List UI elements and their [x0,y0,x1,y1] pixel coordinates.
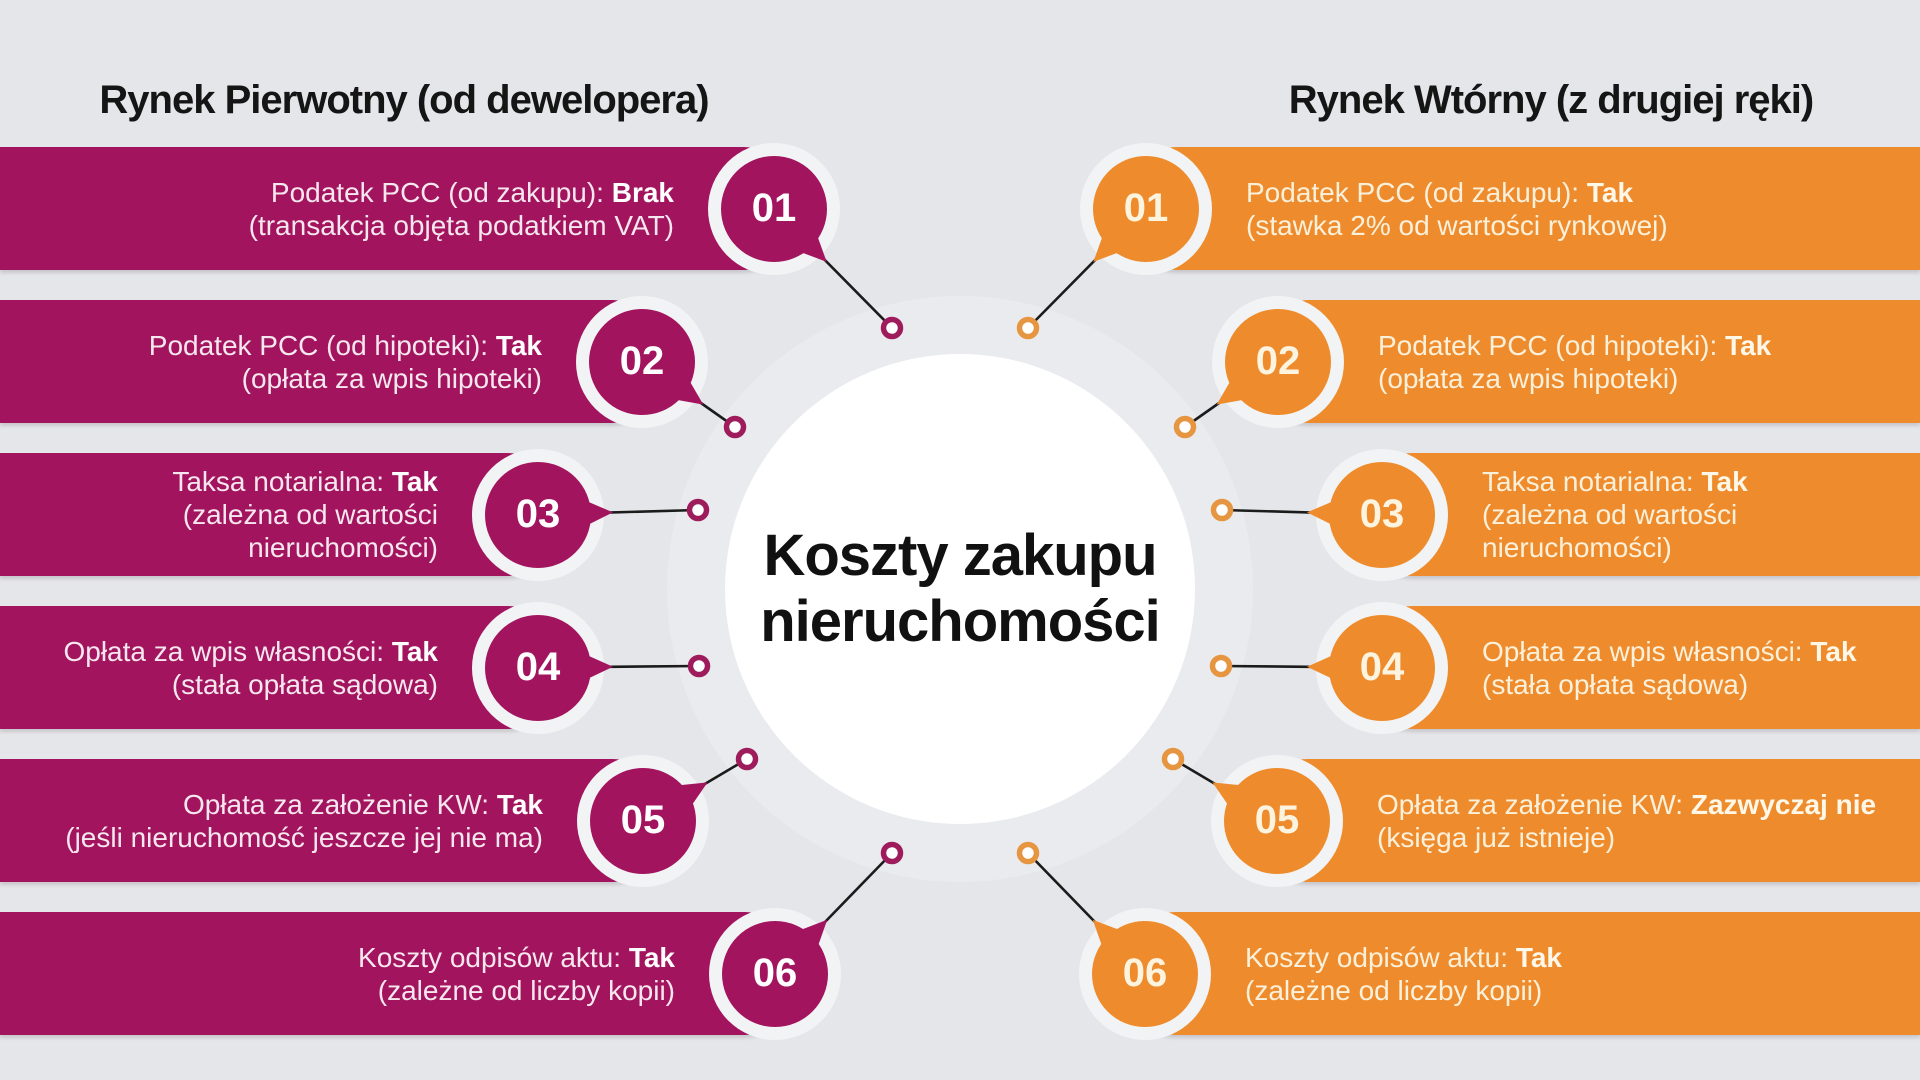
step-number-badge-left-01: 01 [721,155,827,262]
cost-bar-right-03: Taksa notarialna: Tak(zależna od wartośc… [1368,453,1920,576]
cost-bar-left-01: Podatek PCC (od zakupu): Brak(transakcja… [0,147,788,270]
step-number-badge-right-06: 06 [1092,920,1198,1027]
cost-bar-text: Podatek PCC (od zakupu): Brak(transakcja… [249,147,674,270]
cost-answer: Tak [495,329,542,361]
cost-line-detail: nieruchomości) [248,532,438,563]
cost-answer: Tak [1725,329,1772,361]
step-number-badge-right-01: 01 [1093,155,1199,262]
cost-answer: Tak [496,788,543,820]
cost-line-detail: (stała opłata sądowa) [171,668,438,700]
cost-answer: Tak [1701,466,1748,497]
cost-line-detail: (zależne od liczby kopii) [1245,974,1543,1006]
cost-line-detail: (stawka 2% od wartości rynkowej) [1246,209,1668,241]
cost-bar-right-04: Opłata za wpis własności: Tak(stała opła… [1368,606,1920,729]
cost-line-main: Taksa notarialna: Tak [1482,465,1748,498]
cost-line-main: Opłata za założenie KW: Tak [183,788,543,821]
cost-bar-left-04: Opłata za wpis własności: Tak(stała opła… [0,606,552,729]
cost-line-detail: nieruchomości) [1482,532,1672,563]
step-number-badge-right-04: 04 [1329,614,1435,721]
cost-bar-text: Koszty odpisów aktu: Tak(zależne od licz… [1245,912,1562,1035]
cost-line-detail: (zależna od wartości [182,499,438,530]
step-number-badge-left-05: 05 [590,767,696,874]
cost-label: Opłata za założenie KW: [1377,788,1691,820]
step-number-badge-left-03: 03 [485,461,591,568]
cost-line-main: Opłata za wpis własności: Tak [63,635,438,668]
cost-line-detail: (stała opłata sądowa) [1482,668,1749,700]
cost-bar-right-02: Podatek PCC (od hipoteki): Tak(opłata za… [1264,300,1920,423]
cost-line-main: Podatek PCC (od hipoteki): Tak [149,329,542,362]
cost-line-main: Taksa notarialna: Tak [172,465,438,498]
cost-answer: Tak [628,941,675,973]
cost-label: Taksa notarialna: [1482,466,1702,497]
cost-label: Opłata za wpis własności: [63,635,392,667]
cost-bar-text: Podatek PCC (od hipoteki): Tak(opłata za… [149,300,542,423]
cost-line-detail: (księga już istnieje) [1377,821,1616,853]
cost-label: Opłata za założenie KW: [182,788,497,820]
cost-bar-text: Podatek PCC (od zakupu): Tak(stawka 2% o… [1246,147,1668,270]
cost-bar-text: Podatek PCC (od hipoteki): Tak(opłata za… [1378,300,1771,423]
cost-bar-text: Opłata za założenie KW: Tak(jeśli nieruc… [65,759,543,882]
cost-bar-text: Koszty odpisów aktu: Tak(zależne od licz… [358,912,675,1035]
step-number-badge-right-05: 05 [1224,767,1330,874]
cost-label: Podatek PCC (od hipoteki): [148,329,496,361]
center-circle: Koszty zakupu nieruchomości [725,354,1195,824]
cost-label: Opłata za wpis własności: [1482,635,1811,667]
cost-line-main: Podatek PCC (od zakupu): Brak [271,176,674,209]
center-title-line1: Koszty zakupu [763,523,1157,588]
cost-bar-right-05: Opłata za założenie KW: Zazwyczaj nie(ks… [1263,759,1920,882]
cost-line-detail: (opłata za wpis hipoteki) [1378,362,1679,394]
cost-line-detail: (zależna od wartości [1482,499,1738,530]
cost-answer: Zazwyczaj nie [1690,788,1877,820]
cost-line-main: Opłata za założenie KW: Zazwyczaj nie [1377,788,1876,821]
cost-line-detail: (zależne od liczby kopii) [377,974,675,1006]
cost-answer: Tak [1810,635,1857,667]
cost-label: Taksa notarialna: [172,466,392,497]
cost-bar-right-06: Koszty odpisów aktu: Tak(zależne od licz… [1131,912,1920,1035]
cost-line-detail: (transakcja objęta podatkiem VAT) [248,209,674,241]
cost-answer: Tak [1586,176,1634,208]
cost-bar-right-01: Podatek PCC (od zakupu): Tak(stawka 2% o… [1132,147,1920,270]
cost-answer: Tak [1515,941,1562,973]
step-number-badge-left-04: 04 [485,614,591,721]
cost-line-main: Podatek PCC (od zakupu): Tak [1246,176,1633,209]
cost-label: Koszty odpisów aktu: [358,941,629,973]
center-title-line2: nieruchomości [760,589,1161,654]
cost-line-main: Podatek PCC (od hipoteki): Tak [1378,329,1771,362]
cost-bar-left-03: Taksa notarialna: Tak(zależna od wartośc… [0,453,552,576]
step-number-badge-left-06: 06 [722,920,828,1027]
cost-bar-text: Taksa notarialna: Tak(zależna od wartośc… [1482,453,1748,576]
cost-line-main: Koszty odpisów aktu: Tak [1245,941,1562,974]
cost-bar-text: Opłata za wpis własności: Tak(stała opła… [1482,606,1857,729]
cost-bar-text: Opłata za założenie KW: Zazwyczaj nie(ks… [1377,759,1876,882]
cost-line-main: Opłata za wpis własności: Tak [1482,635,1857,668]
step-number-badge-left-02: 02 [589,308,695,415]
primary-market-title: Rynek Pierwotny (od dewelopera) [99,78,709,122]
cost-bar-left-02: Podatek PCC (od hipoteki): Tak(opłata za… [0,300,656,423]
cost-bar-text: Taksa notarialna: Tak(zależna od wartośc… [172,453,438,576]
cost-bar-text: Opłata za wpis własności: Tak(stała opła… [63,606,438,729]
cost-bar-left-06: Koszty odpisów aktu: Tak(zależne od licz… [0,912,789,1035]
cost-label: Koszty odpisów aktu: [1245,941,1516,973]
cost-bar-left-05: Opłata za założenie KW: Tak(jeśli nieruc… [0,759,657,882]
cost-label: Podatek PCC (od hipoteki): [1378,329,1726,361]
step-number-badge-right-03: 03 [1329,461,1435,568]
cost-answer: Brak [611,176,674,208]
cost-line-main: Koszty odpisów aktu: Tak [358,941,675,974]
step-number-badge-right-02: 02 [1225,308,1331,415]
cost-line-detail: (jeśli nieruchomość jeszcze jej nie ma) [65,821,543,853]
cost-line-detail: (opłata za wpis hipoteki) [241,362,542,394]
cost-answer: Tak [391,466,438,497]
cost-label: Podatek PCC (od zakupu): [1246,176,1587,208]
secondary-market-title: Rynek Wtórny (z drugiej ręki) [1288,78,1814,122]
cost-answer: Tak [391,635,438,667]
cost-label: Podatek PCC (od zakupu): [270,176,612,208]
